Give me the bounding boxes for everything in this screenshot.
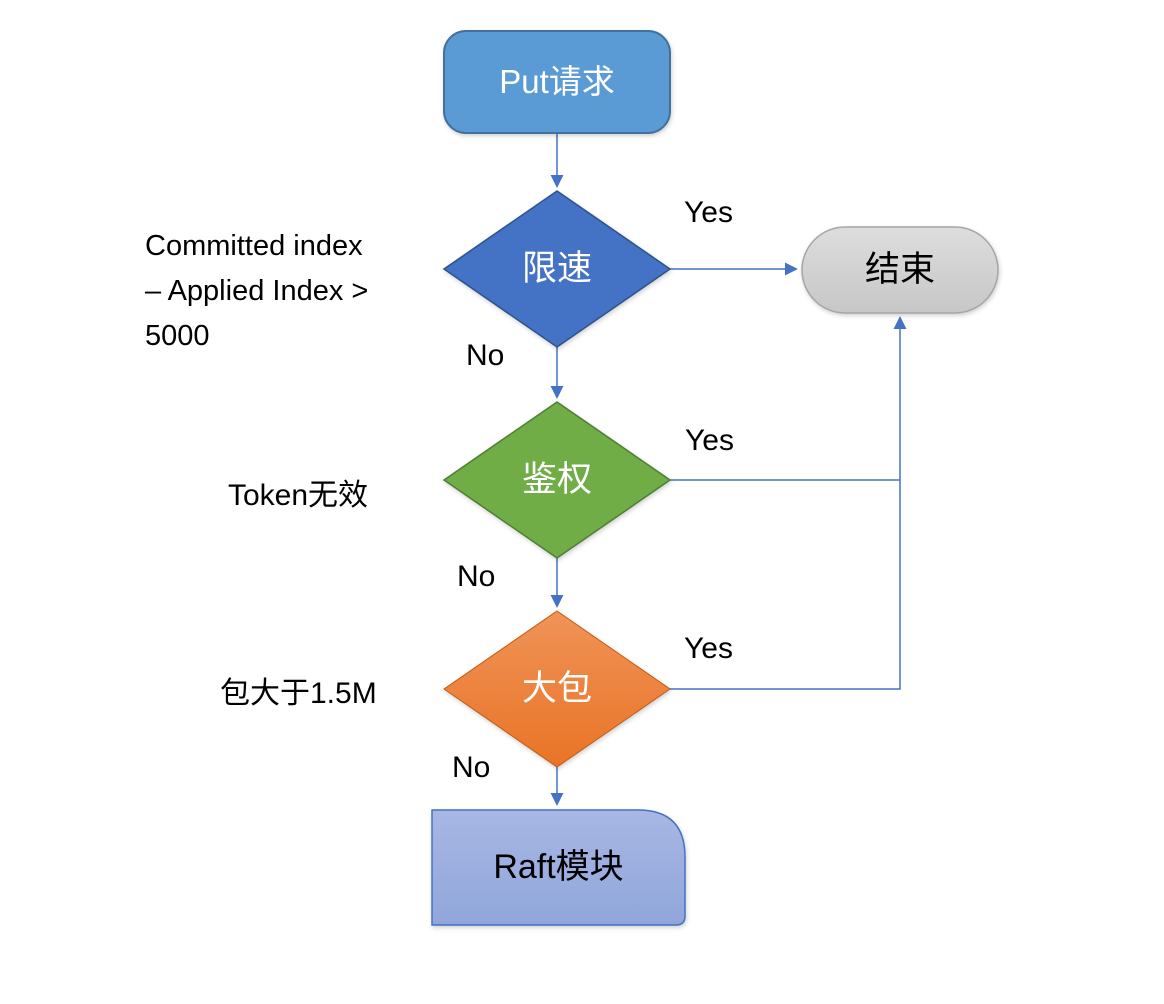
raft-node-shape bbox=[431, 809, 686, 926]
bigpacket-decision-shape bbox=[443, 610, 671, 768]
start-node-shape bbox=[443, 30, 671, 134]
end-node-shape bbox=[801, 226, 999, 314]
auth-decision-shape bbox=[442, 401, 672, 559]
ratelimit-decision-shape bbox=[442, 190, 672, 348]
connector-bigpacket-yes-to-end bbox=[669, 316, 907, 690]
